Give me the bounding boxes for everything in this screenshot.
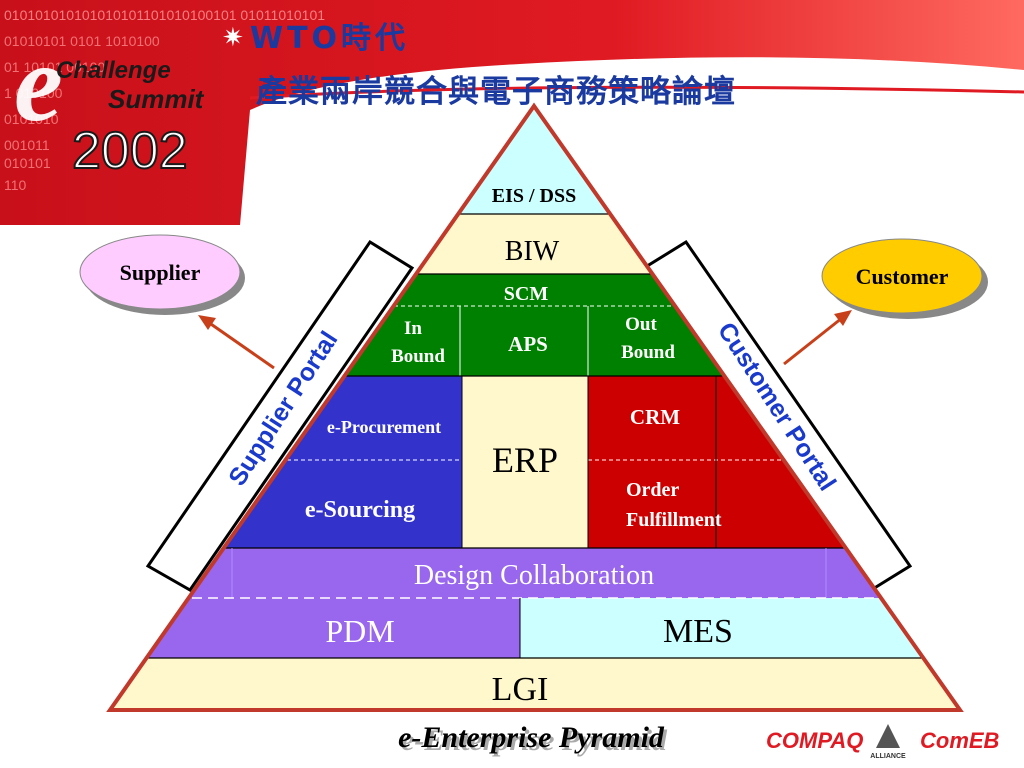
alliance-logo: ALLIANCE (870, 724, 906, 760)
svg-text:1 010100: 1 010100 (4, 85, 63, 101)
svg-text:01010101 0101 1010100: 01010101 0101 1010100 (4, 33, 160, 49)
pyramid-caption-shadow: e-Enterprise Pyramid (401, 724, 668, 757)
svg-text:010101: 010101 (4, 155, 51, 171)
wto-title: WTO時代 (250, 21, 409, 56)
label-crm: CRM (630, 405, 680, 429)
logo-challenge: Challenge (56, 57, 171, 84)
label-fulfillment: Fulfillment (626, 509, 722, 531)
compaq-logo: COMPAQ (766, 728, 863, 753)
forum-title: 產業兩岸競合與電子商務策略論壇 (256, 74, 736, 110)
comeb-text: ComEB (920, 728, 1000, 753)
label-pdm: PDM (325, 613, 394, 649)
arrow-to-supplier (198, 315, 275, 370)
pyramid-caption: e-Enterprise Pyramid (398, 721, 665, 754)
svg-text:✷: ✷ (222, 23, 244, 52)
label-lgi: LGI (492, 671, 549, 708)
svg-text:0101010: 0101010 (4, 111, 59, 127)
label-design-collaboration: Design Collaboration (414, 560, 654, 591)
logo-summit: Summit (108, 84, 205, 114)
svg-text:e: e (14, 22, 63, 144)
header-band: 010101010101010101101010100101 010110101… (0, 0, 1024, 225)
label-biw: BIW (505, 236, 560, 267)
arrow-to-customer (783, 310, 852, 366)
label-erp: ERP (492, 440, 558, 480)
customer-label: Customer (856, 264, 949, 289)
alliance-triangle-icon (876, 724, 900, 748)
label-out-bound-1: Out (625, 314, 657, 335)
label-scm: SCM (504, 283, 549, 305)
customer-node: Customer (821, 238, 988, 319)
svg-text:110: 110 (4, 177, 27, 193)
label-e-sourcing: e-Sourcing (305, 497, 415, 523)
alliance-text: ALLIANCE (870, 753, 906, 760)
label-in-bound-2: Bound (391, 346, 445, 367)
supplier-portal-box (145, 239, 415, 592)
label-eis-dss: EIS / DSS (492, 185, 577, 207)
supplier-node: Supplier (79, 234, 245, 315)
comeb-logo: ComEB (920, 728, 1000, 753)
label-out-bound-2: Bound (621, 342, 675, 363)
binary-pattern: 010101010101010101101010100101 010110101… (4, 7, 325, 23)
wto-title-group: ✷ WTO時代 (222, 21, 409, 56)
compaq-text: COMPAQ (766, 728, 863, 753)
logo-year: 2002 (72, 122, 188, 180)
challenge-summit-logo: e Challenge Summit 2002 (14, 22, 205, 181)
label-order: Order (626, 479, 679, 501)
label-mes: MES (663, 613, 733, 650)
svg-text:01 10101 00100: 01 10101 00100 (4, 59, 105, 75)
label-e-procurement: e-Procurement (327, 417, 441, 437)
label-aps: APS (508, 332, 548, 356)
label-in-bound-1: In (404, 318, 422, 339)
pyramid-outline (106, 102, 964, 712)
svg-text:001011: 001011 (4, 137, 50, 153)
supplier-label: Supplier (120, 260, 201, 285)
